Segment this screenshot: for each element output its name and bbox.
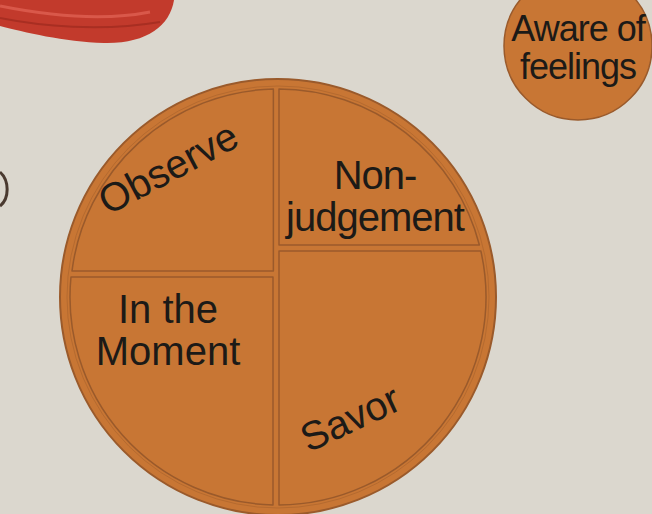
- inner-ring: [67, 86, 489, 508]
- cell-shape: [279, 89, 479, 245]
- swoosh-stripe: [0, 18, 160, 27]
- cell-shape: [70, 277, 273, 505]
- side-circle: Aware of feelings: [504, 0, 652, 120]
- cell-shape: [279, 251, 486, 505]
- cell-shape: [504, 0, 652, 120]
- red-swoosh: [0, 0, 174, 43]
- quadrant-cell: Observe: [72, 89, 273, 271]
- cell-outline: [279, 251, 486, 505]
- cell-label: Aware of feelings: [503, 10, 652, 86]
- quadrant-cell: In the Moment: [70, 277, 273, 505]
- quadrant-cell: Savor: [279, 251, 486, 505]
- cell-label: In the Moment: [83, 288, 253, 372]
- outer-circle: [60, 79, 496, 514]
- cell-label: Non-judgement: [280, 154, 470, 238]
- swoosh-stripe: [0, 6, 150, 17]
- quadrant-cell: Non-judgement: [279, 89, 479, 245]
- edge-arc: [0, 172, 7, 206]
